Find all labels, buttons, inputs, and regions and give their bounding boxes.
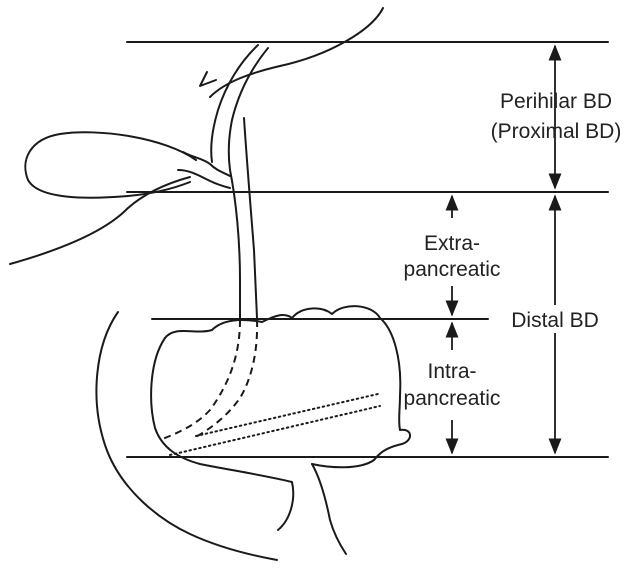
pancreas-outline [164,305,411,469]
distal-label: Distal BD [511,309,599,332]
small-branch [199,71,217,87]
perihilar-label-1: Perihilar BD [500,90,612,113]
cystic-duct-lower [177,169,231,189]
liver-lower-edge [9,176,191,265]
duodenum-inner [150,337,295,531]
cbd-intrapancreatic-right [193,319,259,439]
duodenum-outer [95,311,278,561]
liver-outline [209,7,384,98]
pancreatic-duct-upper [195,393,379,437]
cbd-left-wall [229,169,241,319]
extra-label-1: Extra- [424,232,480,255]
intra-label-1: Intra- [427,360,476,383]
pancreatic-duct-lower [169,405,381,456]
cystic-duct [182,151,231,177]
left-hepatic-duct [227,47,269,171]
cbd-intrapancreatic-left [159,319,241,441]
gallbladder [24,131,197,199]
extra-label-2: pancreatic [404,258,501,281]
intra-label-2: pancreatic [404,387,501,410]
right-hepatic-duct [210,44,259,163]
duodenum-tail [311,463,347,555]
cbd-right-wall [243,117,258,319]
perihilar-label-2: (Proximal BD) [491,120,622,143]
distal-label-bg [505,305,605,333]
